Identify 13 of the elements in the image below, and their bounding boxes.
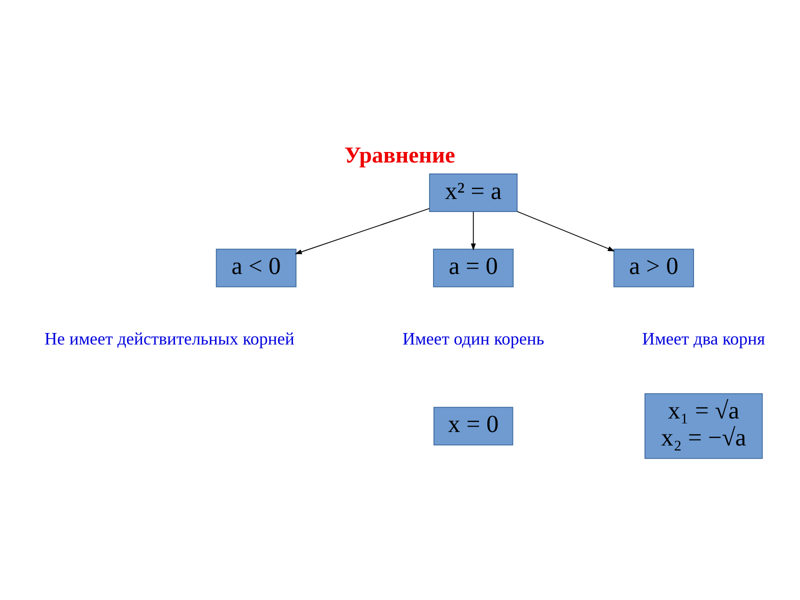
node-box: x = 0 <box>434 406 514 446</box>
node-label: Имеет два корня <box>642 328 766 349</box>
node-box: x₁ = √a x₂ = −√a <box>644 393 763 459</box>
arrow <box>294 208 430 254</box>
diagram-title: Уравнение <box>344 142 456 168</box>
node-box: a = 0 <box>433 248 514 288</box>
node-box: a < 0 <box>216 248 296 288</box>
node-label: Имеет один корень <box>402 328 544 349</box>
node-box: x² = a <box>429 173 518 212</box>
arrow <box>470 211 476 251</box>
arrow <box>516 211 615 252</box>
node-box: a > 0 <box>613 248 694 288</box>
node-label: Не имеет действительных корней <box>44 328 294 349</box>
